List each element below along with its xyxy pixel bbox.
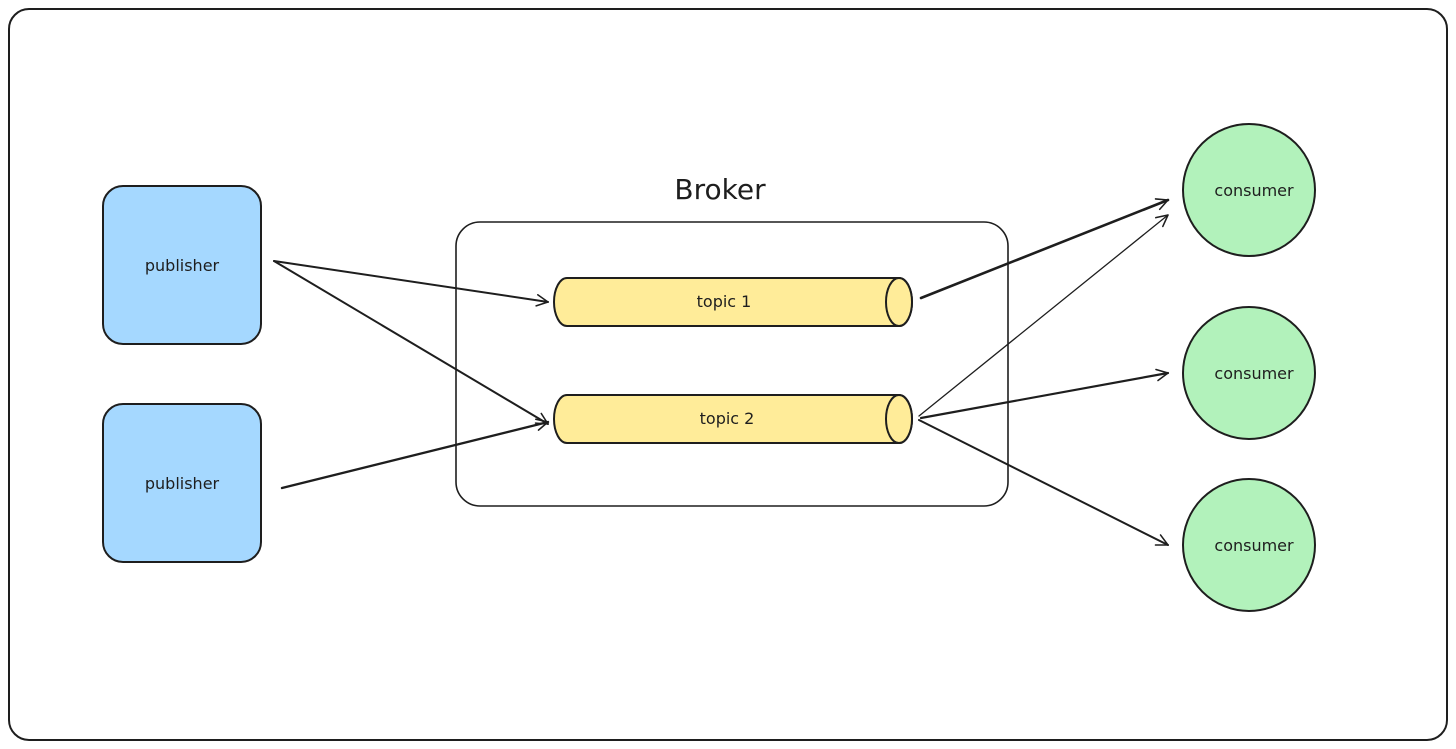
topic-label-1: topic 1: [697, 292, 752, 311]
topic-cylinder-end-1: [885, 277, 913, 327]
publisher-node-1: publisher: [102, 185, 262, 345]
publisher-box-2: [102, 403, 262, 563]
arrow-publisher1-topic2: [273, 260, 549, 425]
arrow-publisher1-topic1: [273, 260, 549, 307]
consumer-node-1: consumer: [1182, 123, 1316, 257]
topic-label-2: topic 2: [700, 409, 755, 428]
consumer-circle-3: [1182, 478, 1316, 612]
broker-container: [455, 221, 1009, 507]
outer-frame: [8, 8, 1448, 741]
publisher-label-2: publisher: [145, 474, 220, 493]
consumer-node-3: consumer: [1182, 478, 1316, 612]
publisher-node-2: publisher: [102, 403, 262, 563]
consumer-label-2: consumer: [1214, 364, 1294, 383]
consumer-circle-2: [1182, 306, 1316, 440]
consumer-label-3: consumer: [1214, 536, 1294, 555]
consumer-node-2: consumer: [1182, 306, 1316, 440]
topic-node-1: topic 1: [553, 277, 913, 327]
arrow-publisher2-topic2: [280, 418, 550, 490]
consumer-circle-1: [1182, 123, 1316, 257]
arrow-topic1-consumer1: [919, 198, 1170, 300]
publisher-label-1: publisher: [145, 256, 220, 275]
arrow-topic2-consumer3: [918, 419, 1169, 546]
arrow-topic2-consumer1: [918, 214, 1169, 417]
broker-title: Broker: [674, 173, 766, 206]
publisher-box-1: [102, 185, 262, 345]
arrow-topic2-consumer2: [919, 368, 1170, 420]
consumer-label-1: consumer: [1214, 181, 1294, 200]
topic-cylinder-end-2: [885, 394, 913, 444]
topic-node-2: topic 2: [553, 394, 913, 444]
